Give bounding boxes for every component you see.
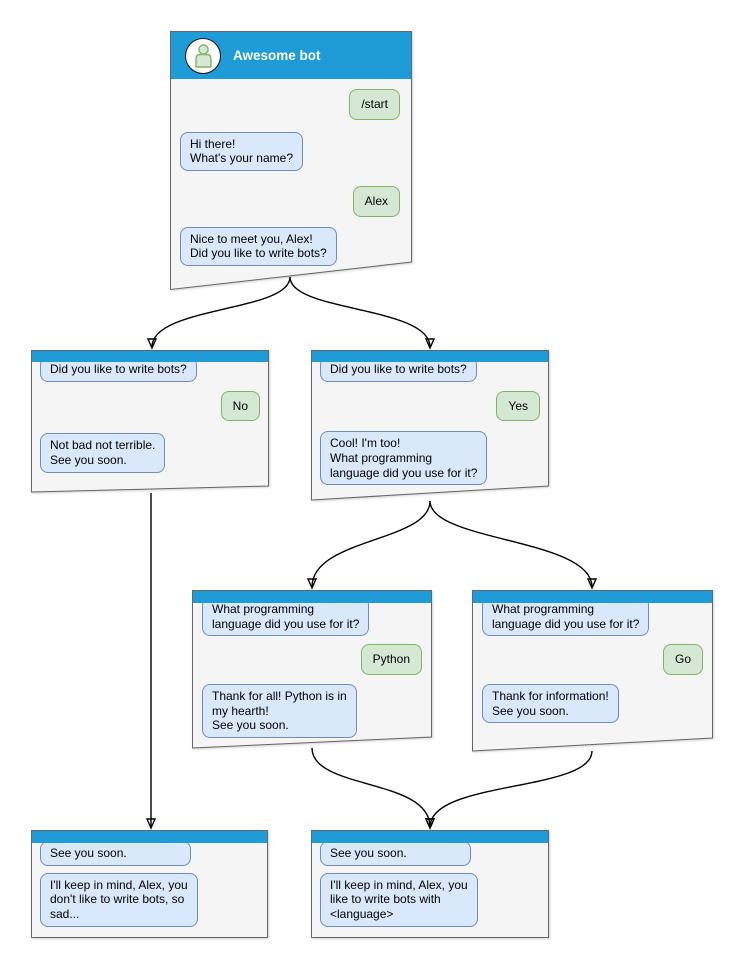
window-titlebar <box>193 591 431 603</box>
chat-window-branch-yes: Did you like to write bots? Yes Cool! I'… <box>311 350 549 501</box>
edge-python-to-end <box>311 747 436 830</box>
bot-message: I'll keep in mind, Alex, you like to wri… <box>320 872 478 927</box>
person-icon <box>194 44 212 68</box>
window-titlebar <box>312 831 548 843</box>
chat-window-end-no: See you soon. I'll keep in mind, Alex, y… <box>31 830 268 938</box>
user-message: Python <box>360 644 422 675</box>
bot-avatar <box>185 37 221 74</box>
user-message: Go <box>662 644 703 675</box>
bot-message: See you soon. <box>40 841 191 866</box>
bot-message: Nice to meet you, Alex! Did you like to … <box>180 226 337 266</box>
edge-root-to-yes <box>289 276 436 350</box>
chat-window-root: Awesome bot /start Hi there! What's your… <box>170 31 412 291</box>
window-titlebar <box>32 831 267 843</box>
window-title: Awesome bot <box>233 48 321 63</box>
bot-message: Thank for all! Python is in my hearth! S… <box>202 683 357 738</box>
user-message: Alex <box>352 185 400 217</box>
window-titlebar <box>32 351 268 362</box>
bot-message: Hi there! What's your name? <box>180 131 304 171</box>
user-message: Yes <box>496 390 540 422</box>
edge-yes-to-go <box>429 500 598 590</box>
bot-message: Thank for information! See you soon. <box>482 683 619 724</box>
edge-root-to-no <box>146 276 291 350</box>
edge-go-to-end <box>424 750 593 830</box>
bot-message: Not bad not terrible. See you soon. <box>40 433 166 473</box>
bot-message: What programming language did you use fo… <box>482 597 650 637</box>
window-titlebar: Awesome bot <box>171 32 411 79</box>
chat-window-end-language: See you soon. I'll keep in mind, Alex, y… <box>311 830 549 938</box>
bot-message: I'll keep in mind, Alex, you don't like … <box>40 872 198 927</box>
edge-yes-to-python <box>306 500 431 590</box>
chat-window-branch-python: What programming language did you use fo… <box>192 590 432 749</box>
window-titlebar <box>312 351 548 362</box>
window-titlebar <box>473 591 712 603</box>
user-message: /start <box>349 89 400 120</box>
chat-window-branch-no: Did you like to write bots? No Not bad n… <box>31 350 269 493</box>
bot-message: Cool! I'm too! What programming language… <box>320 431 488 486</box>
user-message: No <box>220 390 260 422</box>
bot-message: See you soon. <box>320 841 471 866</box>
chat-window-branch-go: What programming language did you use fo… <box>472 590 713 752</box>
